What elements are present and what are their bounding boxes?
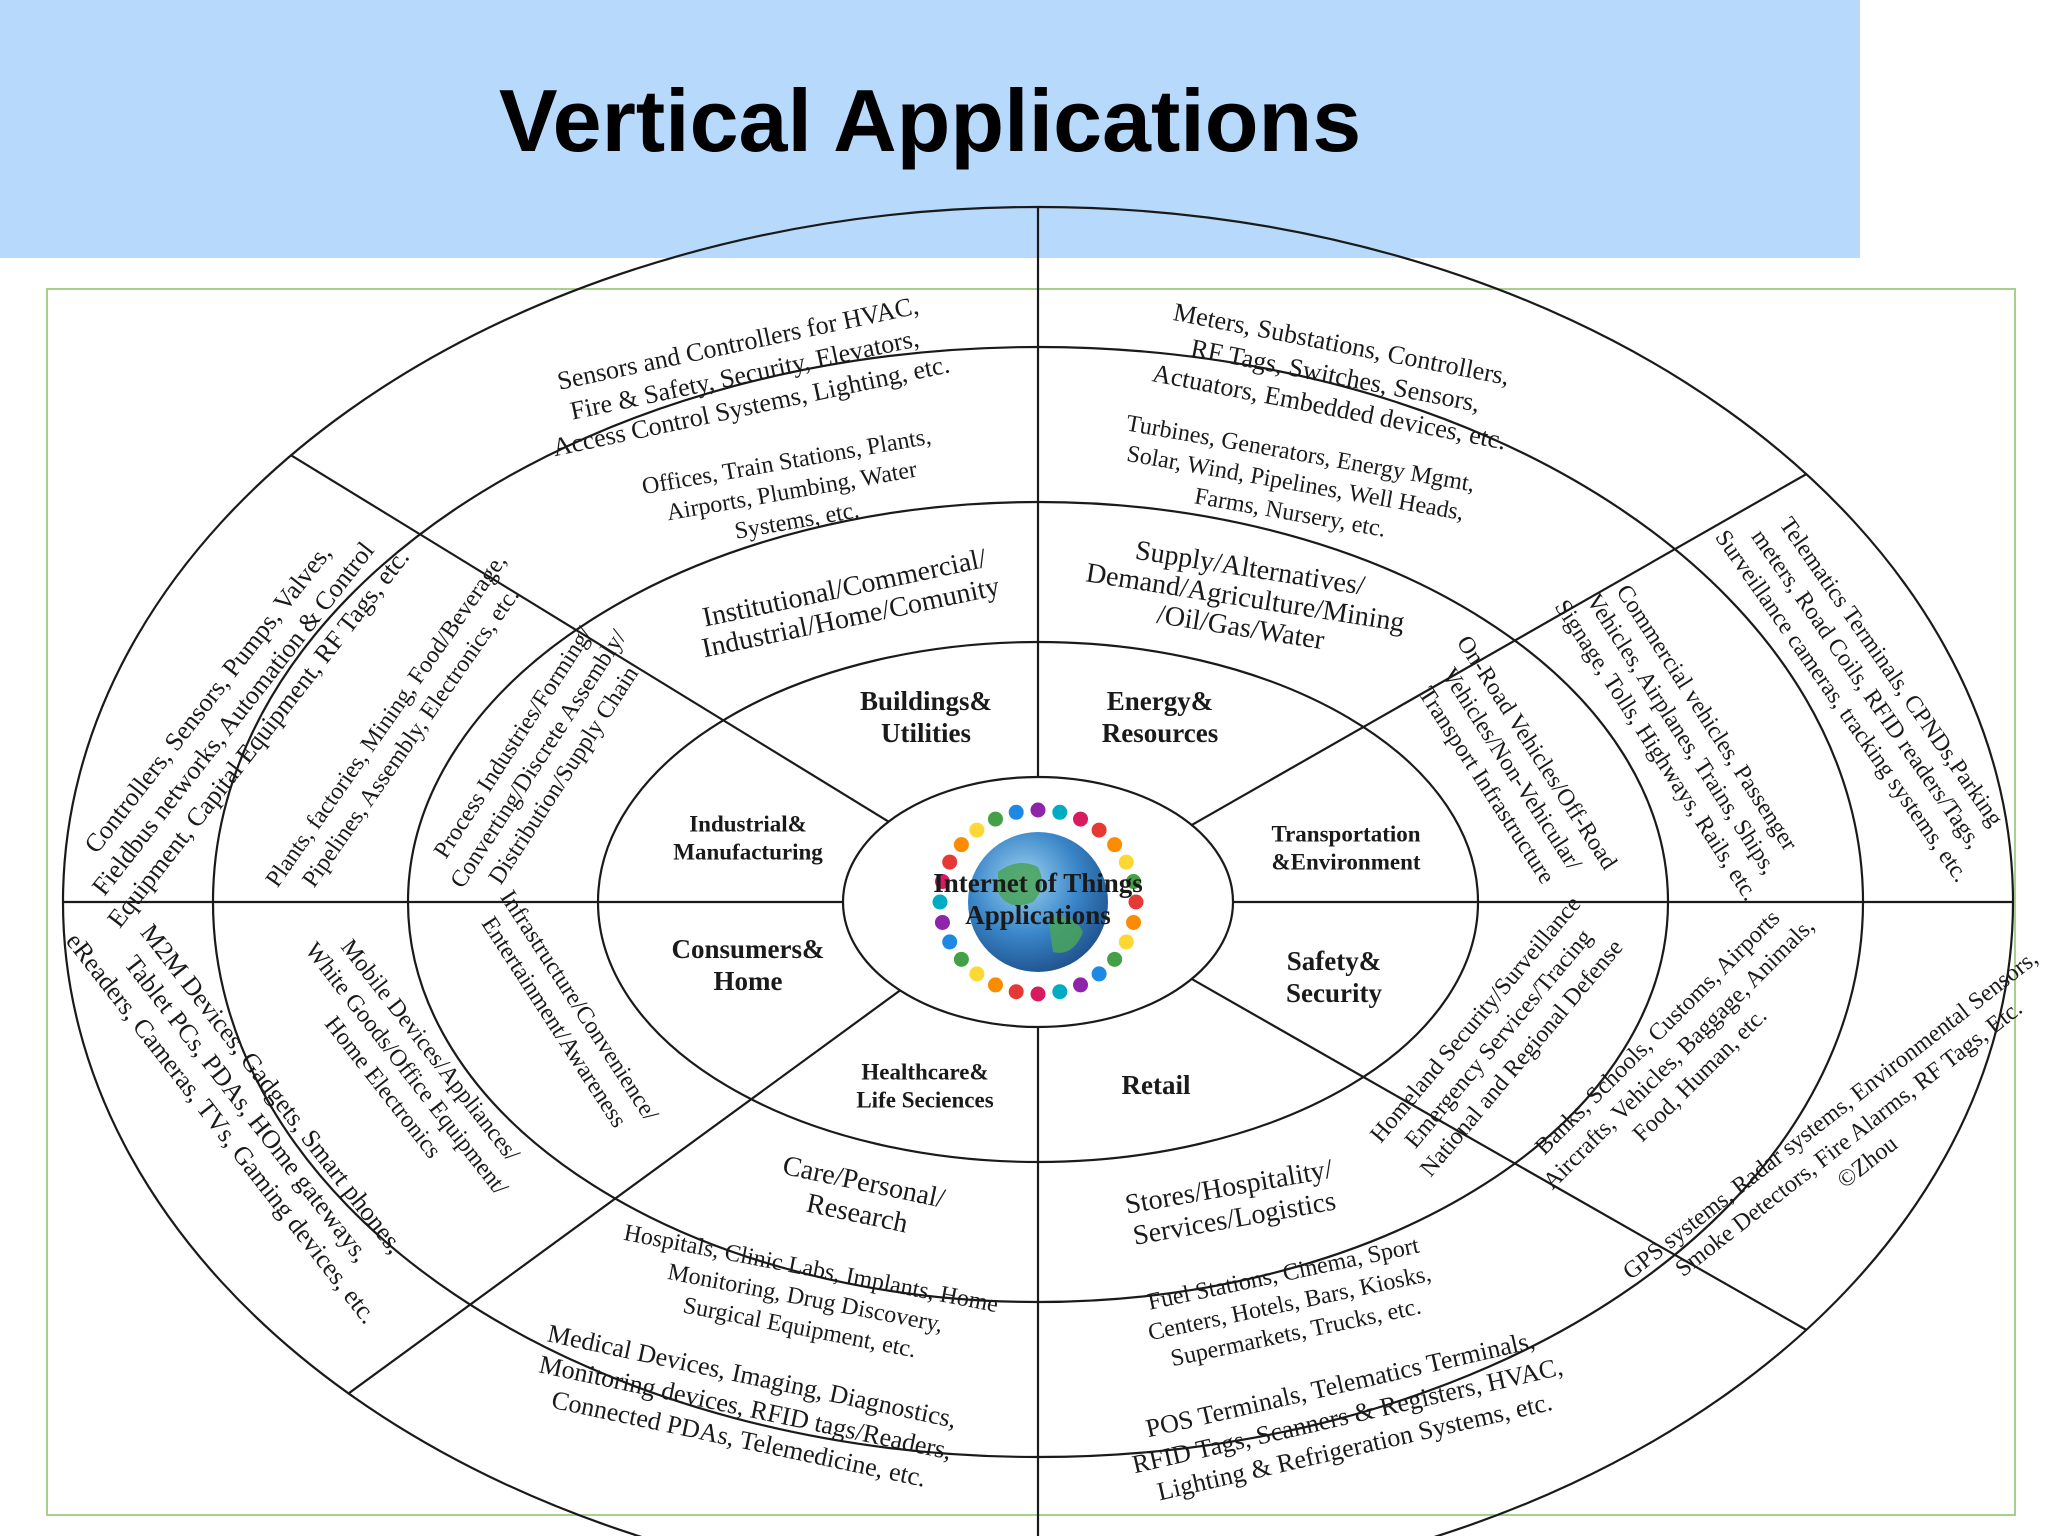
sector-buildings-ring3: Offices, Train Stations, Plants,Airports… bbox=[640, 424, 933, 545]
person-figure bbox=[969, 822, 985, 838]
person-figure bbox=[1008, 984, 1024, 1000]
sector-industrial-ring1: Industrial&Manufacturing bbox=[673, 811, 823, 864]
person-figure bbox=[1073, 977, 1089, 993]
sector-transportation-ring1-line: &Environment bbox=[1271, 849, 1420, 874]
spoke-8 bbox=[290, 454, 890, 823]
center-caption-line2: Applications bbox=[965, 900, 1111, 930]
person-figure bbox=[1118, 854, 1134, 870]
sector-energy-ring1-line: Resources bbox=[1102, 718, 1218, 748]
sector-energy-ring1-line: Energy& bbox=[1107, 686, 1213, 716]
spoke-4 bbox=[1191, 978, 1807, 1331]
person-figure bbox=[953, 837, 969, 853]
sector-safety-ring1-line: Security bbox=[1286, 978, 1382, 1008]
sector-consumers-ring1-line: Home bbox=[714, 966, 783, 996]
spoke-6 bbox=[347, 989, 901, 1395]
person-figure bbox=[1091, 966, 1107, 982]
person-figure bbox=[1128, 894, 1144, 910]
sector-consumers-ring1: Consumers&Home bbox=[672, 934, 825, 996]
sector-healthcare-ring1: Healthcare&Life Seciences bbox=[856, 1059, 993, 1112]
person-figure bbox=[987, 811, 1003, 827]
sector-safety-ring1-line: Safety& bbox=[1287, 946, 1381, 976]
sector-consumers-ring2-line: Infrastructure/Convenience/ bbox=[495, 886, 664, 1126]
person-figure bbox=[1126, 914, 1142, 930]
person-figure bbox=[1107, 837, 1123, 853]
sector-transportation-ring4-line: meters, Road Coils, RFID readers/Tags, bbox=[1746, 525, 1987, 854]
wheel-spokes bbox=[63, 207, 2013, 1536]
person-figure bbox=[1107, 951, 1123, 967]
person-figure bbox=[1126, 874, 1142, 890]
sector-buildings-ring1-line: Utilities bbox=[881, 718, 971, 748]
person-figure bbox=[953, 951, 969, 967]
sector-industrial-ring3: Plants, factories, Mining, Food/Beverage… bbox=[261, 549, 525, 892]
person-figure bbox=[1091, 822, 1107, 838]
sector-industrial-ring4: Controllers, Sensors, Pumps, Valves,Fiel… bbox=[78, 536, 415, 933]
sector-healthcare-ring3: Hospitals, Clinic Labs, Implants, HomeMo… bbox=[622, 1220, 1001, 1363]
person-figure bbox=[932, 894, 948, 910]
sector-transportation-ring1: Transportation&Environment bbox=[1271, 821, 1420, 874]
person-figure bbox=[934, 874, 950, 890]
sector-energy-ring1: Energy&Resources bbox=[1102, 686, 1218, 748]
sector-retail-ring1: Retail bbox=[1122, 1070, 1191, 1100]
center-caption-line1: Internet of Things bbox=[933, 868, 1143, 898]
spoke-2 bbox=[1191, 473, 1807, 826]
person-figure bbox=[1052, 984, 1068, 1000]
sector-transportation-ring2: On-Road Vehicles/Off-RoadVehicles/Non-Ve… bbox=[1413, 631, 1622, 888]
sector-industrial-ring1-line: Industrial& bbox=[689, 811, 807, 836]
sector-healthcare-ring1-line: Healthcare& bbox=[861, 1059, 988, 1084]
person-figure bbox=[934, 914, 950, 930]
person-figure bbox=[942, 854, 958, 870]
title-banner: Vertical Applications bbox=[0, 0, 1860, 258]
sector-consumers-ring4: M2M Devices, Gadgets, Smart phones,Table… bbox=[60, 918, 409, 1329]
sector-consumers-ring1-line: Consumers& bbox=[672, 934, 825, 964]
sector-industrial-ring1-line: Manufacturing bbox=[673, 839, 823, 864]
person-figure bbox=[1008, 804, 1024, 820]
person-figure bbox=[942, 934, 958, 950]
person-figure bbox=[1118, 934, 1134, 950]
person-figure bbox=[1073, 811, 1089, 827]
sector-healthcare-ring1-line: Life Seciences bbox=[856, 1087, 993, 1112]
slide-title: Vertical Applications bbox=[498, 71, 1362, 170]
person-figure bbox=[1052, 804, 1068, 820]
sector-consumers-ring2: Infrastructure/Convenience/Entertainment… bbox=[476, 886, 664, 1132]
sector-retail-ring1-line: Retail bbox=[1122, 1070, 1191, 1100]
person-figure bbox=[969, 966, 985, 982]
sector-safety-ring1: Safety&Security bbox=[1286, 946, 1382, 1008]
sector-healthcare-ring2: Care/Personal/Research bbox=[780, 1150, 948, 1239]
person-figure bbox=[1030, 986, 1046, 1002]
person-figure bbox=[987, 977, 1003, 993]
sector-retail-ring2: Stores/Hospitality/Services/Logistics bbox=[1123, 1154, 1338, 1252]
sector-buildings-ring1-line: Buildings& bbox=[860, 686, 992, 716]
globe-with-people-icon bbox=[932, 802, 1144, 1002]
sector-transportation-ring1-line: Transportation bbox=[1271, 821, 1420, 846]
sector-buildings-ring1: Buildings&Utilities bbox=[860, 686, 992, 748]
person-figure bbox=[1030, 802, 1046, 818]
